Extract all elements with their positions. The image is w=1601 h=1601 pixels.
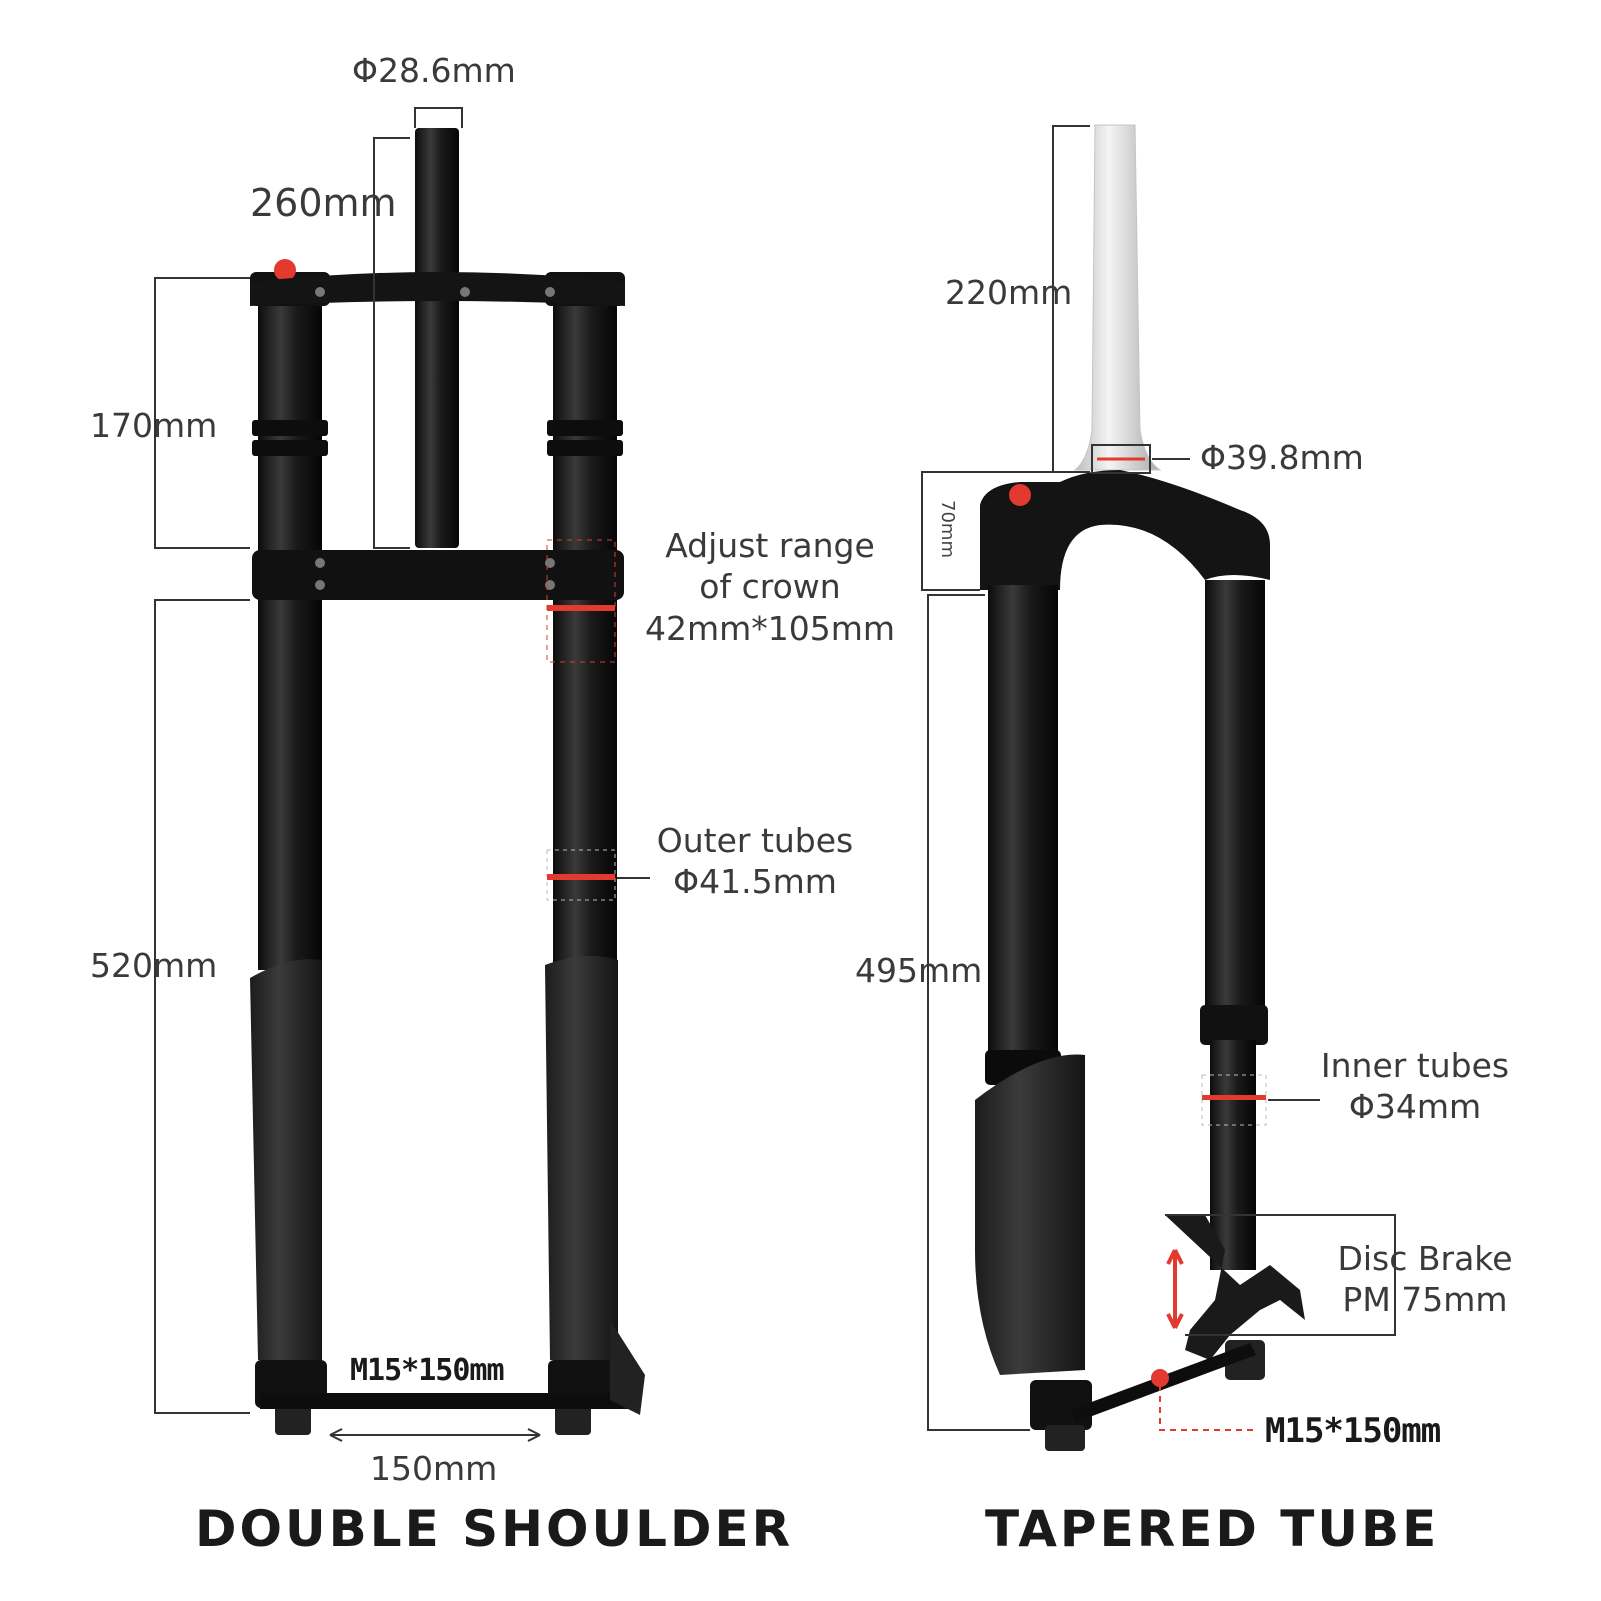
disc-brake-line1: Disc Brake <box>1337 1239 1513 1278</box>
top-crown <box>250 272 625 306</box>
right-leg-guard <box>975 1054 1085 1375</box>
left-axle <box>260 1393 635 1409</box>
left-stanchion-l <box>258 290 322 970</box>
outer-tubes-line1: Outer tubes <box>656 821 854 860</box>
crown-range-line1: Adjust range <box>665 526 875 565</box>
right-steerer-diameter-label: Φ39.8mm <box>1200 438 1364 477</box>
left-axle-width-label: 150mm <box>370 1449 498 1488</box>
left-steerer-length-label: 260mm <box>250 181 397 225</box>
tapered-tube-fork <box>975 124 1305 1451</box>
left-stanchion-r <box>553 290 617 970</box>
right-red-cap <box>1009 484 1031 506</box>
right-axle-label: M15*150mm <box>1265 1411 1441 1451</box>
right-dimension-lines <box>921 125 1396 1431</box>
disc-brake-line2: PM 75mm <box>1342 1280 1508 1320</box>
right-crown-height-label: 70mm <box>937 500 958 558</box>
left-dimension-lines <box>154 107 650 1442</box>
left-steerer-diameter-label: Φ28.6mm <box>352 51 516 90</box>
inner-tubes-line1: Inner tubes <box>1320 1046 1510 1085</box>
right-fork-length-label: 495mm <box>855 951 983 990</box>
right-tapered-steerer <box>1073 124 1162 471</box>
double-shoulder-fork <box>250 128 645 1435</box>
left-red-cap <box>274 259 296 281</box>
lower-crown <box>252 550 624 600</box>
right-steerer-length-label: 220mm <box>945 273 1073 312</box>
inner-tubes-callout: Inner tubes Φ34mm <box>1315 1045 1515 1128</box>
left-steerer-tube <box>415 128 459 548</box>
left-lower-height-label: 520mm <box>90 946 218 985</box>
inner-tubes-line2: Φ34mm <box>1348 1087 1482 1127</box>
crown-range-callout: Adjust range of crown 42mm*105mm <box>630 525 910 649</box>
outer-tubes-line2: Φ41.5mm <box>673 862 837 902</box>
tapered-tube-title: TAPERED TUBE <box>985 1500 1440 1558</box>
crown-range-line3: 42mm*105mm <box>644 608 896 648</box>
crown-range-line2: of crown <box>699 567 841 607</box>
left-leg-guard-r <box>545 956 618 1360</box>
left-axle-label: M15*150mm <box>350 1353 505 1388</box>
outer-tubes-callout: Outer tubes Φ41.5mm <box>650 820 860 903</box>
left-leg-guard-l <box>250 959 322 1360</box>
left-upper-height-label: 170mm <box>90 406 218 445</box>
double-shoulder-title: DOUBLE SHOULDER <box>195 1500 794 1558</box>
right-crown <box>980 470 1270 590</box>
disc-brake-callout: Disc Brake PM 75mm <box>1330 1238 1520 1321</box>
